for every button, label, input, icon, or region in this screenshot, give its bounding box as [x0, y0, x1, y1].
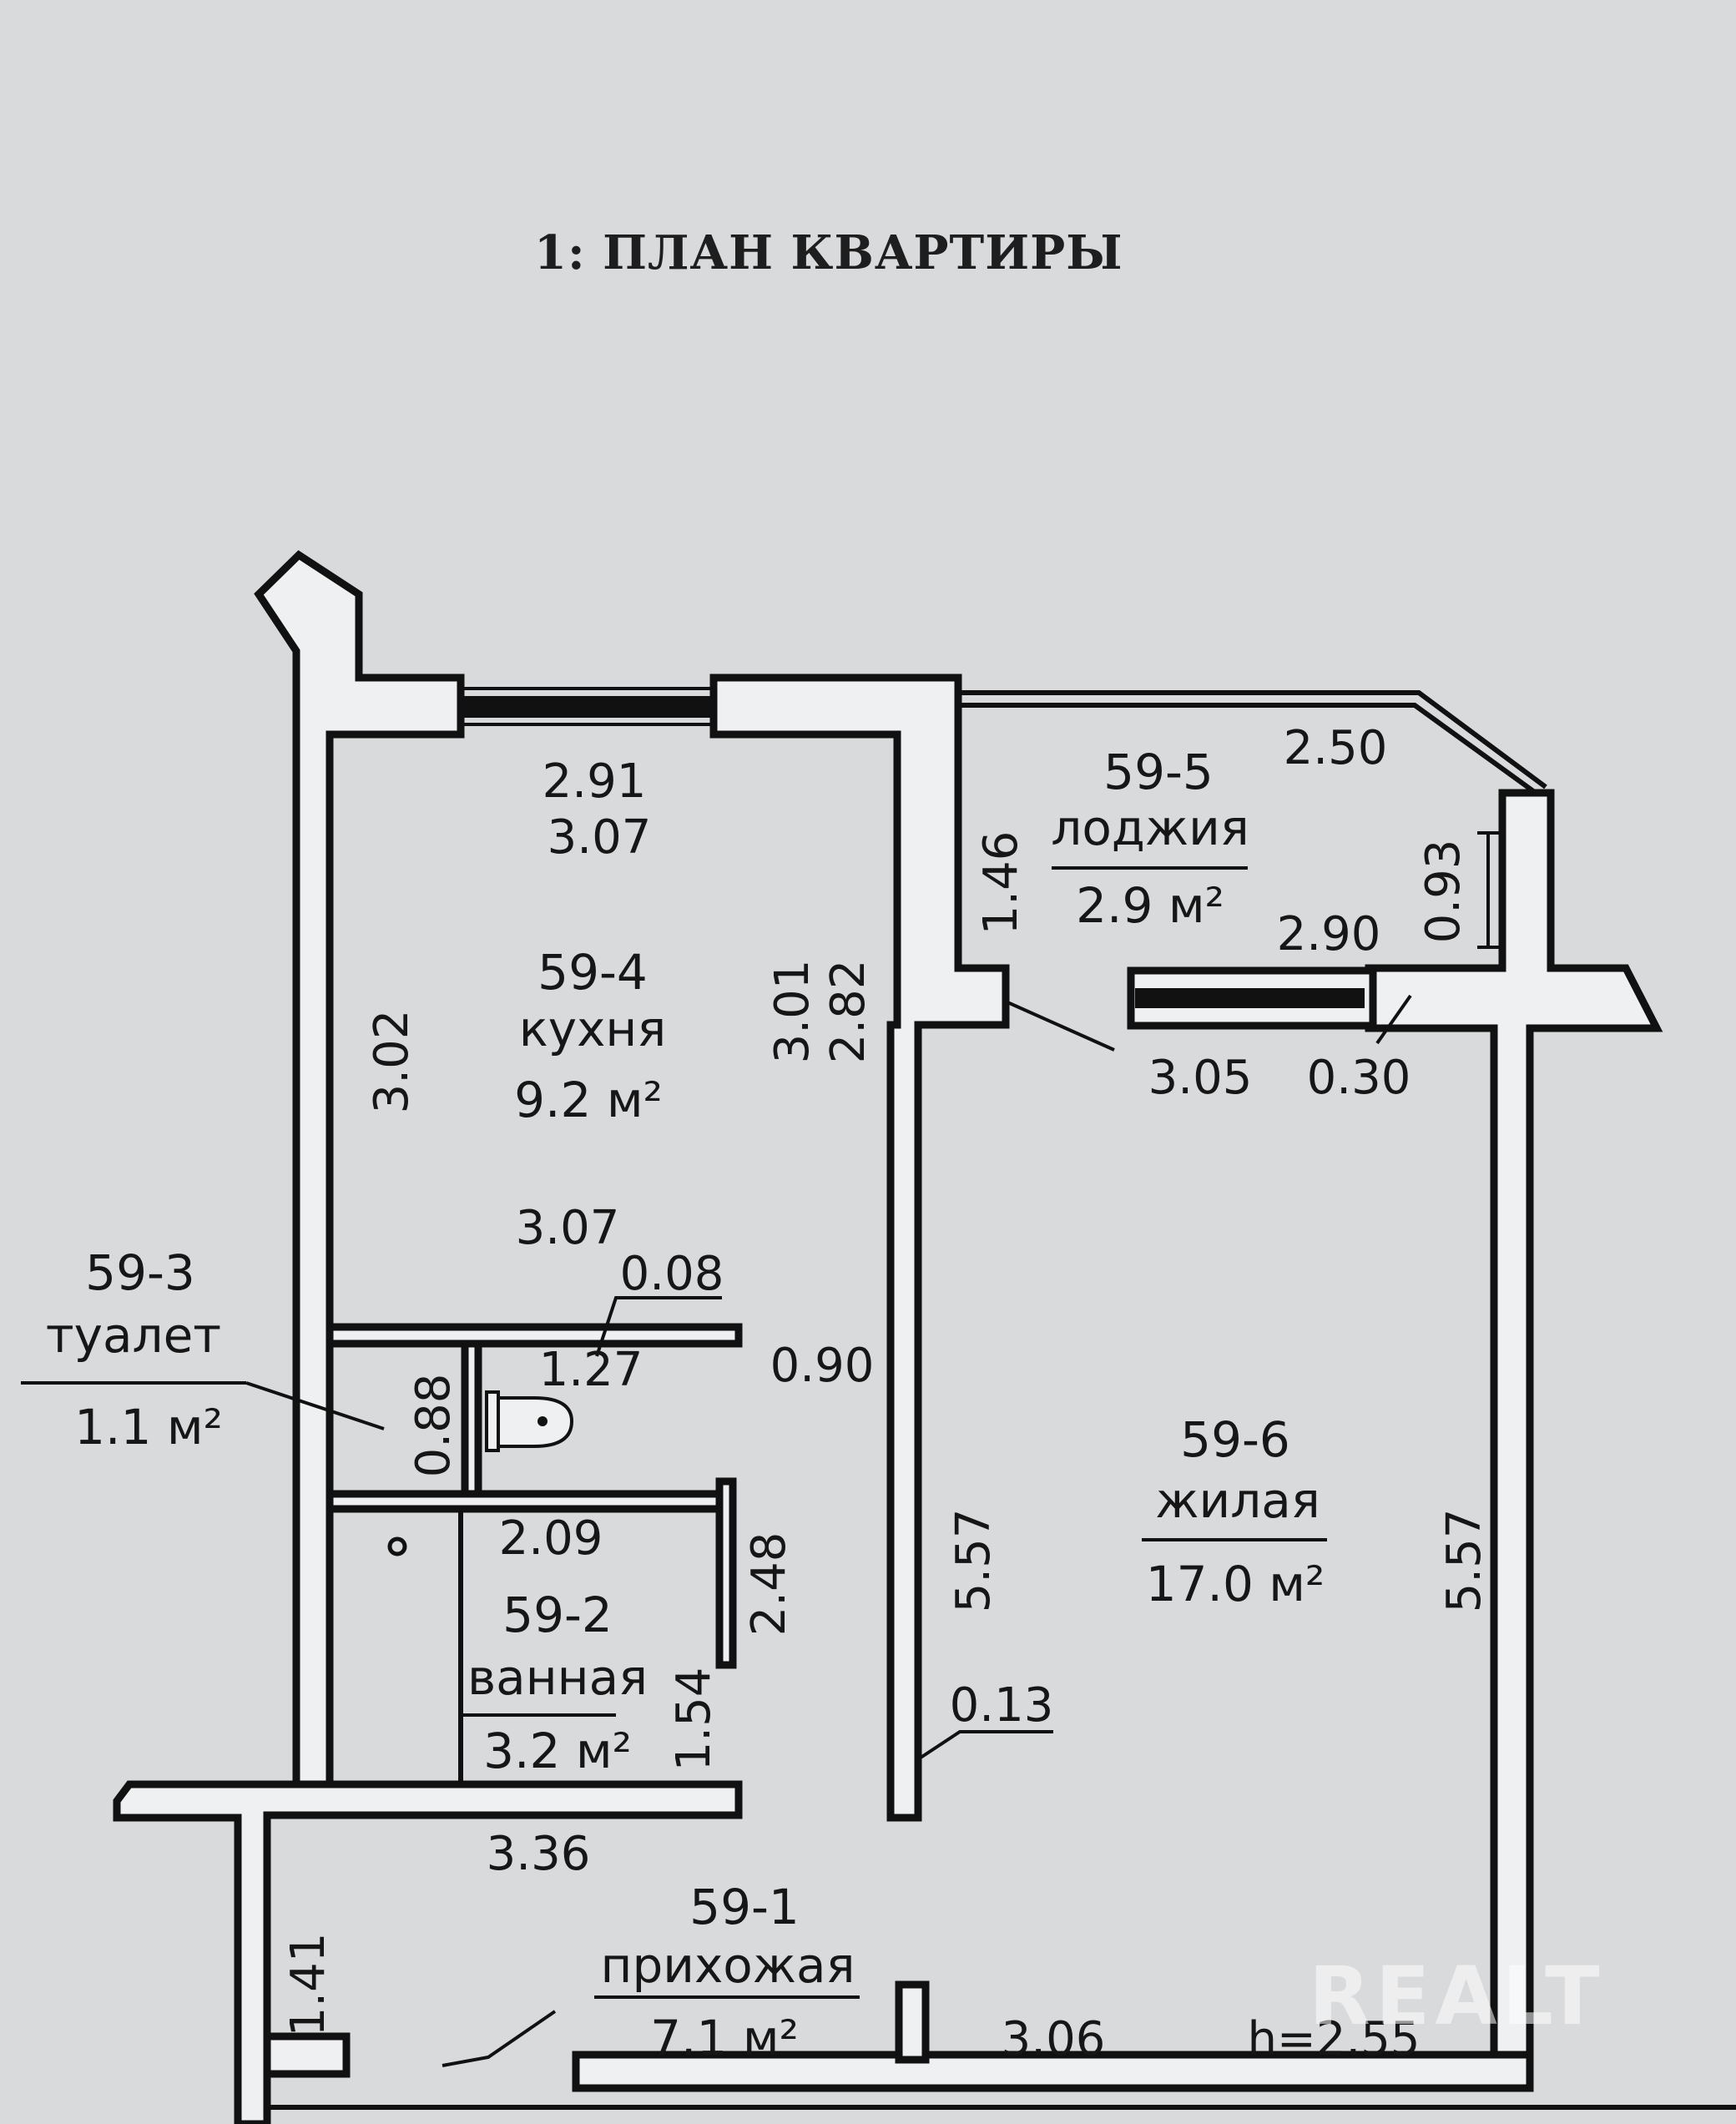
dim-living-right: 5.57 — [1437, 1509, 1491, 1613]
dim-kitchen-right-b: 2.82 — [821, 960, 876, 1064]
wall-toilet-right — [461, 1339, 482, 1498]
dim-living-top: 3.05 — [1148, 1051, 1253, 1105]
kitchen-name: кухня — [519, 1001, 667, 1057]
loggia-parapet-inner — [958, 703, 1537, 795]
dim-kitchen-top-a: 2.91 — [542, 754, 647, 809]
dim-door-090: 0.90 — [770, 1339, 875, 1393]
wall-hall-bottom-mid — [572, 2051, 1534, 2092]
ceiling-height: h=2.55 — [1247, 2012, 1420, 2066]
dim-living-top-small: 0.30 — [1307, 1051, 1411, 1105]
hall-leader — [442, 2010, 557, 2067]
drain-icon — [387, 1536, 407, 1556]
wall-loggia-right — [1365, 789, 1663, 2059]
dim-kitchen-left: 3.02 — [365, 1010, 419, 1114]
dim-small-008: 0.08 — [620, 1247, 724, 1301]
dim-hall-left: 1.41 — [281, 1933, 336, 2037]
toilet-id: 59-3 — [85, 1244, 195, 1301]
living-window — [1135, 988, 1365, 1008]
wall-toilet-top — [326, 1323, 743, 1348]
dim-loggia-left: 1.46 — [974, 831, 1028, 936]
hall-name: прихожая — [601, 1937, 855, 1994]
dim-hall-top: 3.36 — [487, 1827, 591, 1881]
kitchen-id: 59-4 — [537, 944, 648, 1001]
bathroom-name: ванная — [467, 1649, 648, 1706]
toilet-name: туалет — [46, 1307, 221, 1364]
small-008-leader — [595, 1296, 722, 1357]
door-leader — [1005, 1000, 1115, 1052]
dim-loggia-bottom: 2.90 — [1277, 907, 1381, 961]
plan-title: 1: ПЛАН КВАРТИРЫ — [534, 225, 1123, 280]
dim-bath-height: 2.48 — [742, 1532, 796, 1637]
dim-kitchen-right-a: 3.01 — [765, 960, 820, 1064]
loggia-id: 59-5 — [1103, 744, 1214, 800]
dim-bath-side: 1.54 — [667, 1667, 721, 1772]
loggia-parapet — [958, 690, 1547, 790]
loggia-name: лоджия — [1051, 800, 1249, 856]
bathroom-area: 3.2 м² — [483, 1723, 632, 1779]
dim-kitchen-top-b: 3.07 — [548, 810, 652, 865]
wall-hall-top — [113, 1780, 743, 2124]
wall-bath-right — [715, 1477, 737, 1669]
living-area: 17.0 м² — [1146, 1556, 1325, 1612]
dim-loggia-top: 2.50 — [1284, 721, 1388, 775]
living-window-leader — [1375, 994, 1412, 1045]
dim-partition: 0.13 — [950, 1678, 1054, 1733]
toilet-icon — [485, 1390, 574, 1452]
kitchen-window — [461, 696, 714, 718]
toilet-leader — [245, 1381, 385, 1430]
dim-living-left: 5.57 — [946, 1509, 1001, 1613]
dim-kitchen-bottom: 3.07 — [516, 1201, 620, 1255]
dim-toilet-height: 0.88 — [406, 1374, 461, 1478]
hall-area: 7.1 м² — [650, 2010, 799, 2066]
wall-top-left-protrusion — [254, 550, 465, 1788]
wall-kitchen-top-right — [709, 674, 1010, 1822]
kitchen-area: 9.2 м² — [514, 1072, 663, 1128]
dim-bath-width: 2.09 — [499, 1511, 603, 1566]
toilet-area: 1.1 м² — [74, 1399, 223, 1456]
dim-toilet-width: 1.27 — [539, 1343, 643, 1397]
hall-id: 59-1 — [689, 1879, 800, 1935]
wall-entry-pillar — [895, 1980, 930, 2064]
living-name: жилая — [1155, 1472, 1320, 1529]
bathroom-id: 59-2 — [502, 1587, 613, 1643]
partition-leader — [916, 1730, 1053, 1761]
watermark-logo: REALT — [1309, 1950, 1605, 2043]
wall-hall-bottom-left — [263, 2032, 351, 2078]
dim-loggia-right: 0.93 — [1416, 840, 1471, 944]
dim-hall-bottom: 3.06 — [1002, 2012, 1106, 2066]
loggia-area: 2.9 м² — [1076, 877, 1224, 934]
wall-bath-top — [326, 1490, 734, 1513]
living-id: 59-6 — [1180, 1411, 1290, 1468]
